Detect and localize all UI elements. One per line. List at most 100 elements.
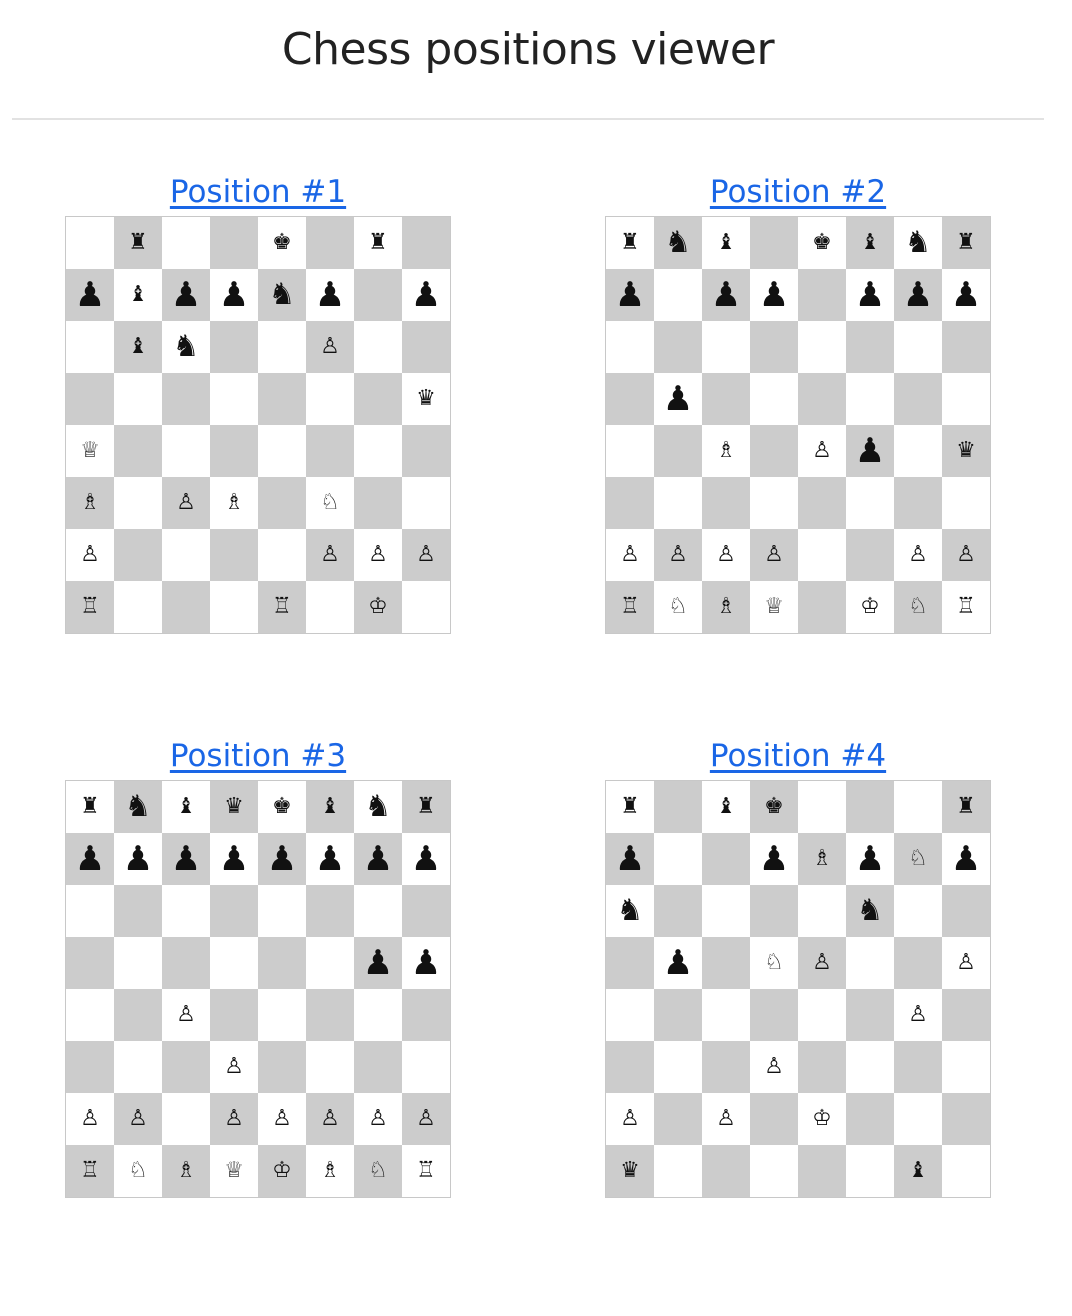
white-knight-icon: ♘ bbox=[654, 581, 702, 633]
black-pawn-icon: ♟ bbox=[654, 937, 702, 989]
position-link-2[interactable]: Position #2 bbox=[709, 174, 887, 210]
white-pawn-icon: ♙ bbox=[258, 1093, 306, 1145]
black-pawn-icon: ♟ bbox=[306, 269, 354, 321]
white-pawn-icon: ♙ bbox=[750, 529, 798, 581]
white-pawn-icon: ♙ bbox=[702, 1093, 750, 1145]
board-square bbox=[798, 989, 846, 1041]
position-link-3[interactable]: Position #3 bbox=[169, 738, 347, 774]
black-pawn-icon: ♟ bbox=[750, 269, 798, 321]
board-square bbox=[846, 989, 894, 1041]
board-square bbox=[162, 529, 210, 581]
board-square bbox=[306, 989, 354, 1041]
board-square bbox=[894, 781, 942, 833]
chess-board-3: ♜♞♝♛♚♝♞♜♟♟♟♟♟♟♟♟♟♟♙♙♙♙♙♙♙♙♙♖♘♗♕♔♗♘♖ bbox=[65, 780, 451, 1198]
black-knight-icon: ♞ bbox=[846, 885, 894, 937]
white-king-icon: ♔ bbox=[258, 1145, 306, 1197]
board-square bbox=[66, 217, 114, 269]
white-pawn-icon: ♙ bbox=[354, 529, 402, 581]
white-rook-icon: ♖ bbox=[402, 1145, 450, 1197]
board-square bbox=[66, 989, 114, 1041]
board-square bbox=[402, 477, 450, 529]
board-square bbox=[654, 477, 702, 529]
white-pawn-icon: ♙ bbox=[210, 1093, 258, 1145]
board-square bbox=[942, 1041, 990, 1093]
board-square bbox=[306, 581, 354, 633]
black-queen-icon: ♛ bbox=[210, 781, 258, 833]
black-bishop-icon: ♝ bbox=[846, 217, 894, 269]
white-pawn-icon: ♙ bbox=[306, 529, 354, 581]
black-knight-icon: ♞ bbox=[258, 269, 306, 321]
white-queen-icon: ♕ bbox=[210, 1145, 258, 1197]
black-pawn-icon: ♟ bbox=[402, 269, 450, 321]
board-square bbox=[258, 529, 306, 581]
board-square bbox=[306, 425, 354, 477]
black-pawn-icon: ♟ bbox=[846, 833, 894, 885]
white-pawn-icon: ♙ bbox=[66, 1093, 114, 1145]
board-square bbox=[306, 937, 354, 989]
board-square bbox=[210, 321, 258, 373]
black-pawn-icon: ♟ bbox=[942, 833, 990, 885]
board-square bbox=[402, 581, 450, 633]
position-link-4[interactable]: Position #4 bbox=[709, 738, 887, 774]
white-bishop-icon: ♗ bbox=[702, 581, 750, 633]
board-square bbox=[402, 321, 450, 373]
black-pawn-icon: ♟ bbox=[654, 373, 702, 425]
position-card-3: Position #3 ♜♞♝♛♚♝♞♜♟♟♟♟♟♟♟♟♟♟♙♙♙♙♙♙♙♙♙♖… bbox=[65, 736, 451, 1198]
board-square bbox=[702, 885, 750, 937]
black-pawn-icon: ♟ bbox=[402, 937, 450, 989]
board-square bbox=[750, 477, 798, 529]
board-square bbox=[306, 217, 354, 269]
white-pawn-icon: ♙ bbox=[942, 937, 990, 989]
board-square bbox=[354, 321, 402, 373]
position-link-1[interactable]: Position #1 bbox=[169, 174, 347, 210]
board-square bbox=[354, 425, 402, 477]
board-square bbox=[114, 581, 162, 633]
board-square bbox=[402, 1041, 450, 1093]
board-square bbox=[654, 989, 702, 1041]
board-square bbox=[354, 1041, 402, 1093]
board-square bbox=[702, 477, 750, 529]
black-rook-icon: ♜ bbox=[606, 781, 654, 833]
board-square bbox=[306, 373, 354, 425]
black-bishop-icon: ♝ bbox=[114, 321, 162, 373]
board-square bbox=[654, 1093, 702, 1145]
black-pawn-icon: ♟ bbox=[210, 269, 258, 321]
white-bishop-icon: ♗ bbox=[66, 477, 114, 529]
board-square bbox=[114, 1041, 162, 1093]
board-square bbox=[942, 885, 990, 937]
board-square bbox=[162, 425, 210, 477]
board-square bbox=[846, 1041, 894, 1093]
board-square bbox=[750, 1093, 798, 1145]
board-square bbox=[258, 937, 306, 989]
board-square bbox=[798, 581, 846, 633]
black-bishop-icon: ♝ bbox=[306, 781, 354, 833]
board-square bbox=[114, 477, 162, 529]
black-rook-icon: ♜ bbox=[114, 217, 162, 269]
board-square bbox=[750, 217, 798, 269]
board-square bbox=[210, 373, 258, 425]
board-square bbox=[942, 989, 990, 1041]
white-rook-icon: ♖ bbox=[606, 581, 654, 633]
black-pawn-icon: ♟ bbox=[162, 833, 210, 885]
black-pawn-icon: ♟ bbox=[606, 269, 654, 321]
black-pawn-icon: ♟ bbox=[66, 833, 114, 885]
black-knight-icon: ♞ bbox=[654, 217, 702, 269]
board-square bbox=[114, 529, 162, 581]
board-square bbox=[846, 781, 894, 833]
board-square bbox=[846, 1145, 894, 1197]
board-square bbox=[750, 989, 798, 1041]
board-square bbox=[162, 217, 210, 269]
white-bishop-icon: ♗ bbox=[306, 1145, 354, 1197]
white-pawn-icon: ♙ bbox=[606, 529, 654, 581]
board-square bbox=[750, 321, 798, 373]
board-square bbox=[606, 1041, 654, 1093]
board-square bbox=[942, 477, 990, 529]
board-square bbox=[942, 1145, 990, 1197]
board-square bbox=[702, 373, 750, 425]
board-square bbox=[798, 1145, 846, 1197]
black-rook-icon: ♜ bbox=[606, 217, 654, 269]
board-square bbox=[162, 937, 210, 989]
board-square bbox=[210, 989, 258, 1041]
board-square bbox=[654, 269, 702, 321]
board-square bbox=[846, 373, 894, 425]
